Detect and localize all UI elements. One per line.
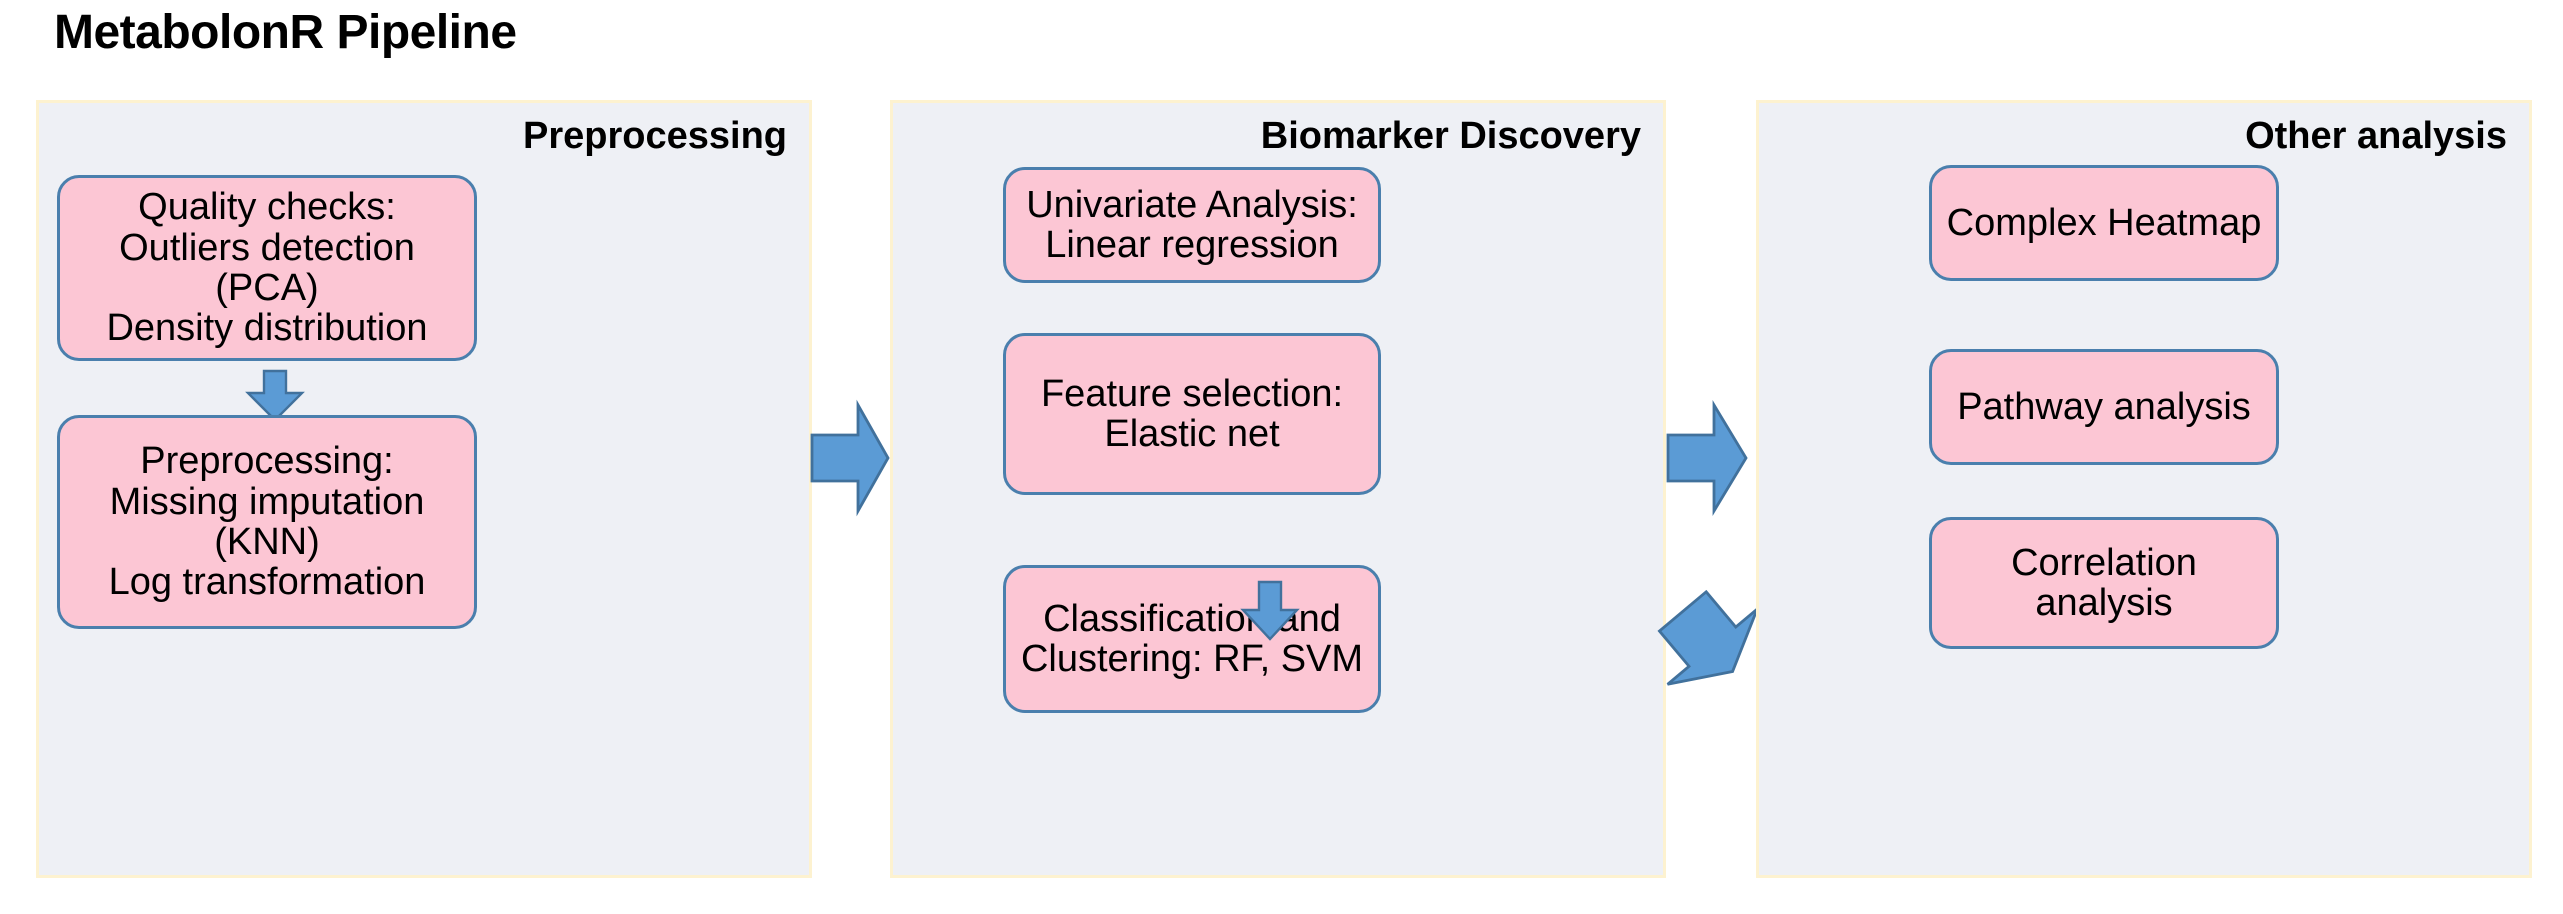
node-preprocessing-steps[interactable]: Preprocessing: Missing imputation (KNN) … <box>57 415 477 629</box>
node-feature-selection[interactable]: Feature selection: Elastic net <box>1003 333 1381 495</box>
panel-title-preprocessing: Preprocessing <box>523 115 787 157</box>
node-label: Quality checks: Outliers detection (PCA)… <box>106 186 428 350</box>
arrow-right-preprocessing-to-biomarker-icon <box>810 399 890 517</box>
panel-title-other-analysis: Other analysis <box>2245 115 2507 157</box>
arrow-right-biomarker-to-other-icon <box>1666 399 1748 517</box>
node-classification-clustering[interactable]: Classification and Clustering: RF, SVM <box>1003 565 1381 713</box>
node-quality-checks[interactable]: Quality checks: Outliers detection (PCA)… <box>57 175 477 361</box>
node-complex-heatmap[interactable]: Complex Heatmap <box>1929 165 2279 281</box>
node-pathway-analysis[interactable]: Pathway analysis <box>1929 349 2279 465</box>
panel-title-biomarker-discovery: Biomarker Discovery <box>1260 115 1641 157</box>
panel-other-analysis: Other analysis Complex Heatmap Pathway a… <box>1756 100 2532 878</box>
node-label: Classification and Clustering: RF, SVM <box>1020 597 1364 680</box>
panel-biomarker-discovery: Biomarker Discovery Univariate Analysis:… <box>890 100 1666 878</box>
node-correlation-analysis[interactable]: Correlation analysis <box>1929 517 2279 649</box>
panel-preprocessing: Preprocessing Quality checks: Outliers d… <box>36 100 812 878</box>
node-label: Correlation analysis <box>2011 541 2197 624</box>
node-label: Feature selection: Elastic net <box>1040 372 1344 455</box>
node-univariate-analysis[interactable]: Univariate Analysis: Linear regression <box>1003 167 1381 283</box>
arrow-down-feature-to-classification-icon <box>1240 580 1300 641</box>
node-label: Pathway analysis <box>1957 385 2251 428</box>
arrow-down-quality-to-preprocessing-icon <box>245 369 305 422</box>
node-label: Preprocessing: Missing imputation (KNN) … <box>108 440 426 604</box>
arrow-diagonal-biomarker-to-other-icon <box>1657 586 1764 708</box>
page-title: MetabolonR Pipeline <box>54 6 517 59</box>
node-label: Complex Heatmap <box>1946 201 2262 244</box>
node-label: Univariate Analysis: Linear regression <box>1026 183 1358 266</box>
